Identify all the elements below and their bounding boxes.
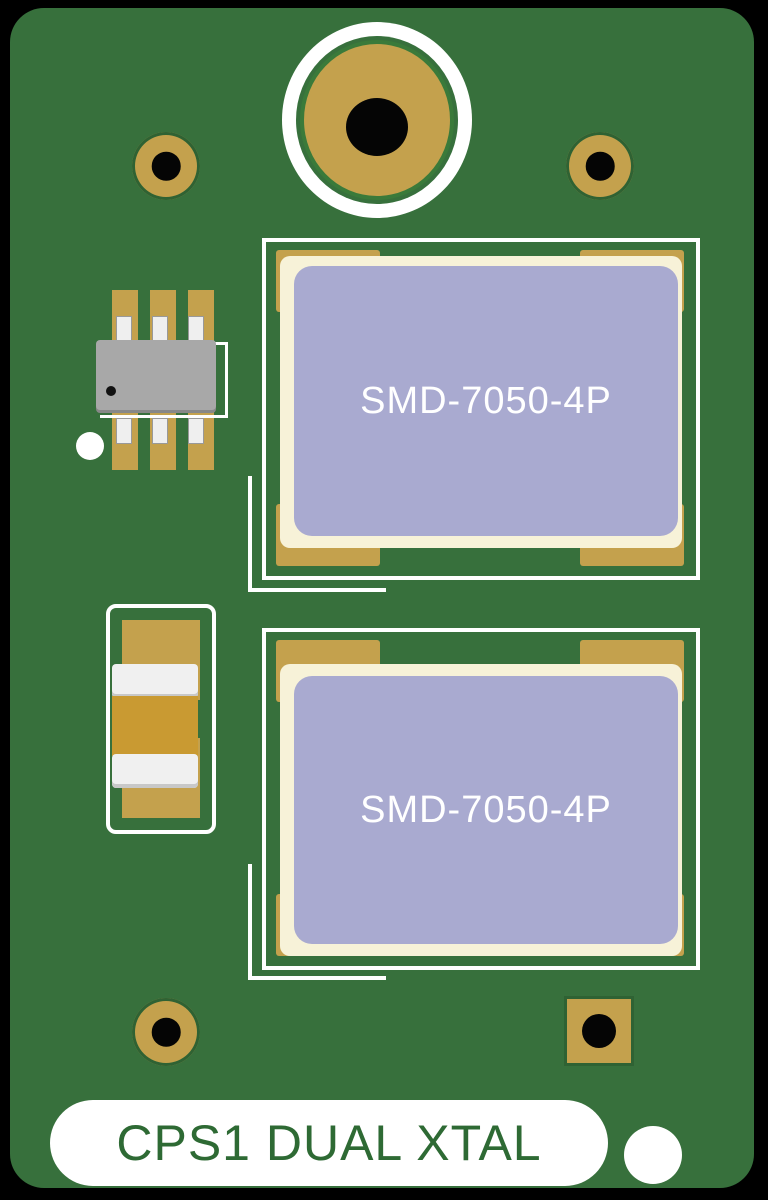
crystal-2-silk-corner-v [248,864,252,980]
ic-lead [152,418,168,444]
crystal-1-silk-frame [262,238,700,580]
crystal-2-label: SMD-7050-4P [360,788,612,831]
crystal-1-label: SMD-7050-4P [360,379,612,422]
via-bottom-left [132,998,200,1066]
ic-lead [152,316,168,342]
board-label: CPS1 DUAL XTAL [116,1115,542,1171]
via-top-left [132,132,200,200]
ic-lead [116,418,132,444]
capacitor-cap-top [112,664,198,698]
fiducial-dot [624,1126,682,1184]
crystal-1-silk-corner-h [248,588,386,592]
board-label-pill: CPS1 DUAL XTAL [50,1100,608,1186]
ic-orientation-dot [76,432,104,460]
capacitor-cap-bottom [112,754,198,788]
ic-body [96,340,216,410]
capacitor-silk-outline [106,604,216,834]
ic-pin1-marker-dot [106,386,116,396]
crystal-2-face: SMD-7050-4P [294,676,678,944]
crystal-2-silk-corner-h [248,976,386,980]
ic-lead [188,316,204,342]
ic-lead [188,418,204,444]
mounting-hole-pad [300,40,454,200]
crystal-1-silk-corner-v [248,476,252,592]
mounting-hole [346,98,408,156]
via-bottom-right-hole [582,1014,616,1048]
ic-lead [116,316,132,342]
capacitor-body [112,696,198,756]
crystal-1-face: SMD-7050-4P [294,266,678,536]
crystal-2-silk-frame [262,628,700,970]
via-top-right [566,132,634,200]
